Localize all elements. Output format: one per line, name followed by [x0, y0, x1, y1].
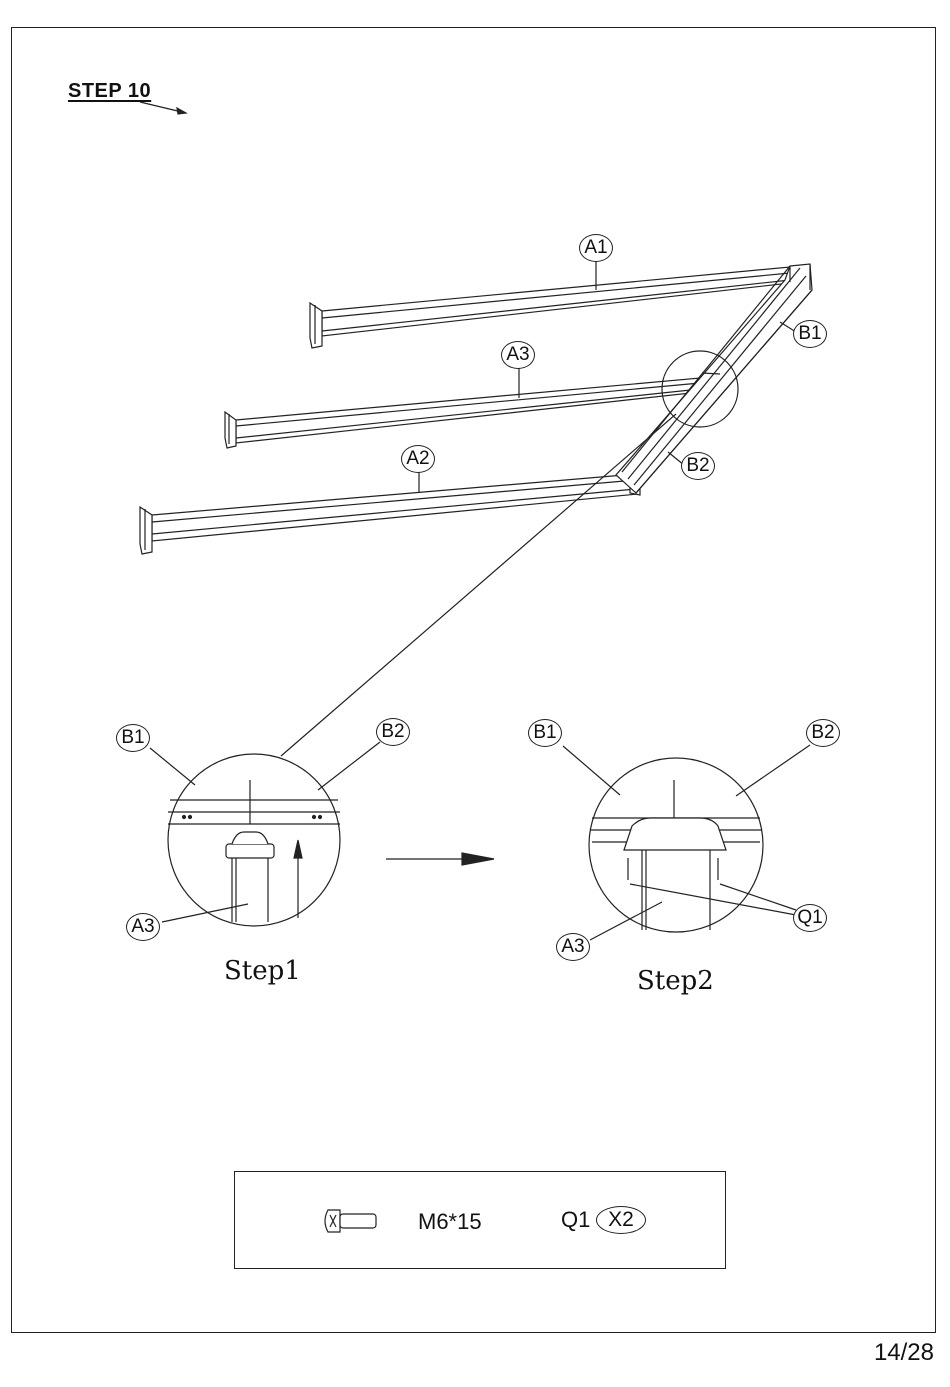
step1-detail — [168, 754, 340, 926]
hardware-part: Q1 — [561, 1207, 590, 1233]
callout-b2: B2 — [681, 452, 715, 480]
step2-detail — [589, 758, 763, 932]
rail-a3 — [225, 378, 700, 448]
rail-a1 — [310, 267, 790, 348]
hardware-quantity: X2 — [596, 1206, 646, 1234]
step2-label: Step2 — [637, 966, 714, 996]
step2-callout-b2: B2 — [806, 719, 840, 747]
step-arrow — [140, 102, 186, 114]
callout-b1: B1 — [793, 320, 827, 348]
step2-callout-b1: B1 — [528, 719, 562, 747]
page-number: 14/28 — [874, 1339, 934, 1367]
callout-a2: A2 — [401, 445, 435, 473]
step1-callout-b2: B2 — [376, 718, 410, 746]
rail-a2 — [140, 474, 640, 554]
zoom-leader — [281, 414, 676, 756]
hardware-spec: M6*15 — [418, 1209, 482, 1235]
callout-a1: A1 — [579, 234, 613, 262]
step2-callout-a3: A3 — [556, 933, 590, 961]
step-progress-arrow — [386, 853, 494, 865]
step1-label: Step1 — [224, 956, 301, 986]
callout-a3: A3 — [501, 341, 535, 369]
step1-callout-a3: A3 — [126, 913, 160, 941]
step1-callout-b1: B1 — [116, 724, 150, 752]
step2-callout-q1: Q1 — [793, 904, 827, 932]
